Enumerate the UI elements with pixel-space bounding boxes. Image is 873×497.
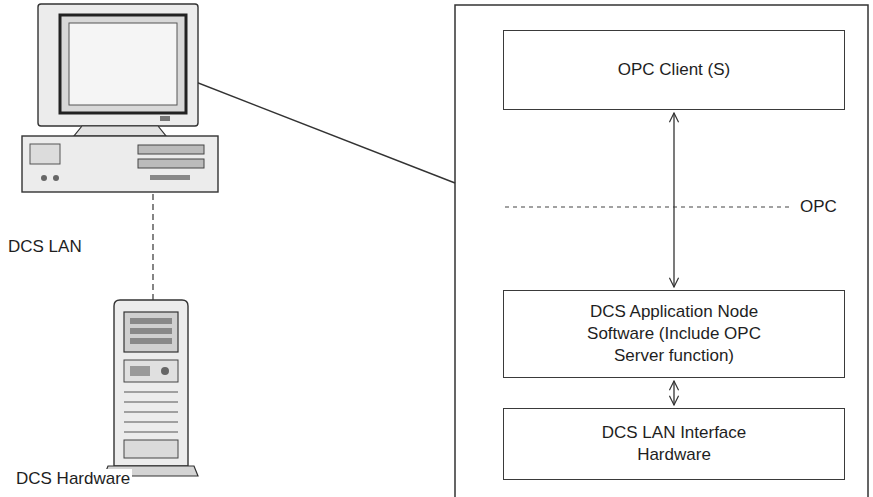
connector-arrow xyxy=(673,381,674,405)
lan-cable xyxy=(152,194,153,300)
process-box: DCS LAN Interface Hardware xyxy=(503,408,845,480)
box-text: DCS LAN Interface Hardware xyxy=(572,422,777,466)
opc-boundary-line xyxy=(505,206,790,207)
box-text: DCS Application Node Software (Include O… xyxy=(572,301,777,367)
text-label: DCS Hardware xyxy=(14,469,132,489)
box-text: OPC Client (S) xyxy=(618,59,730,81)
process-box: OPC Client (S) xyxy=(503,30,845,110)
container-frame xyxy=(455,5,868,497)
text-label: DCS LAN xyxy=(6,237,84,257)
text-label: OPC xyxy=(798,197,839,217)
process-box: DCS Application Node Software (Include O… xyxy=(503,290,845,378)
server-illustration xyxy=(104,300,198,476)
connector-arrow xyxy=(673,113,674,287)
pc-illustration xyxy=(22,4,218,192)
